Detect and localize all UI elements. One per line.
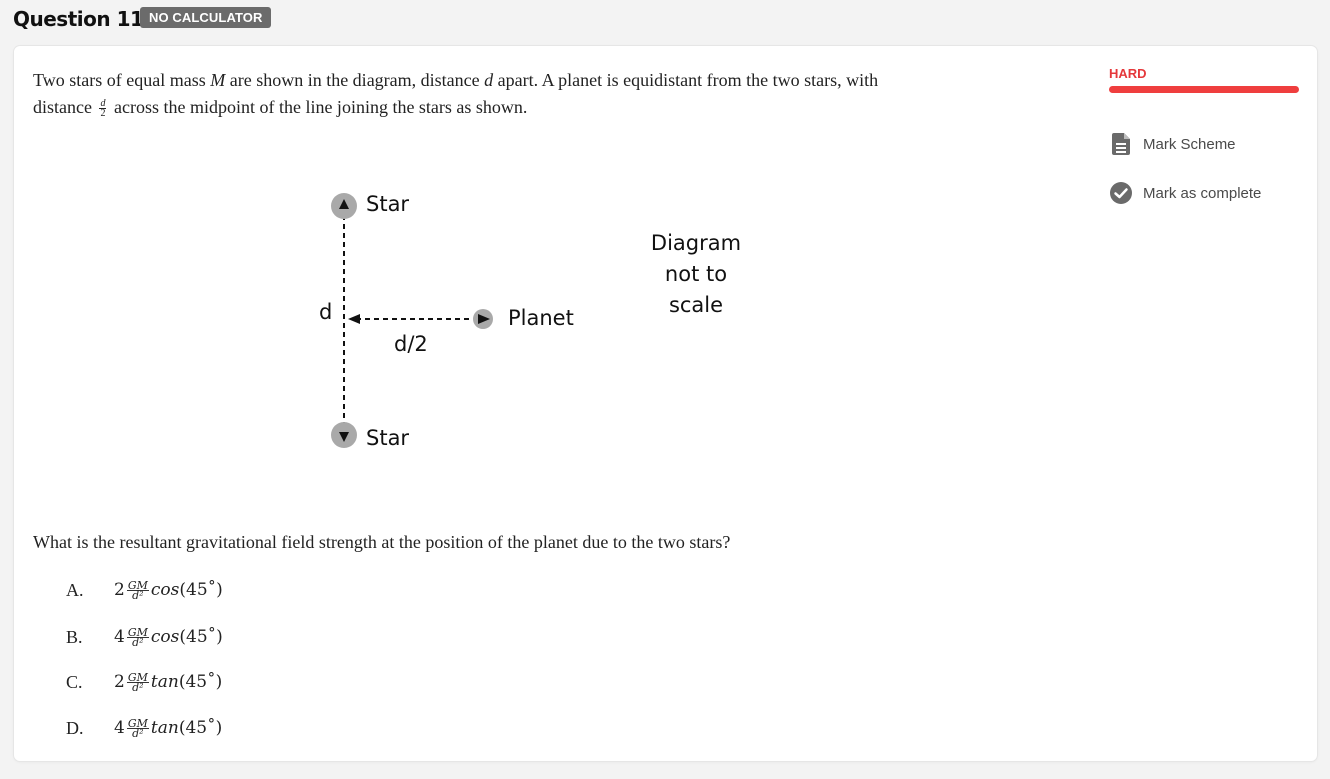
no-calculator-badge: NO CALCULATOR xyxy=(140,7,272,28)
left-arrow-icon xyxy=(348,314,360,324)
top-bar: Question 11 NO CALCULATOR xyxy=(0,0,1330,44)
question-title: Question 11 xyxy=(13,7,144,31)
question-prompt: What is the resultant gravitational fiel… xyxy=(33,532,731,552)
mark-complete-button[interactable]: Mark as complete xyxy=(1109,181,1261,205)
top-star-arrow-icon xyxy=(339,199,349,209)
question-card: Two stars of equal mass M are shown in t… xyxy=(14,46,1317,761)
mark-complete-label: Mark as complete xyxy=(1143,184,1262,202)
question-text: Two stars of equal mass M are shown in t… xyxy=(33,70,879,120)
difficulty-bar xyxy=(1109,86,1299,93)
check-circle-icon xyxy=(1109,181,1133,205)
d-label: d xyxy=(319,300,333,324)
half-d-label: d/2 xyxy=(394,332,428,356)
star-bottom-label: Star xyxy=(366,426,410,450)
mark-scheme-label: Mark Scheme xyxy=(1143,135,1236,153)
star-planet-diagram xyxy=(331,193,493,448)
star-top-label: Star xyxy=(366,192,410,216)
planet-label: Planet xyxy=(508,306,574,330)
document-icon xyxy=(1109,132,1133,156)
mark-scheme-button[interactable]: Mark Scheme xyxy=(1109,132,1236,156)
bottom-star-arrow-icon xyxy=(339,432,349,442)
planet-arrow-icon xyxy=(478,314,490,324)
difficulty-label: HARD xyxy=(1109,66,1147,81)
